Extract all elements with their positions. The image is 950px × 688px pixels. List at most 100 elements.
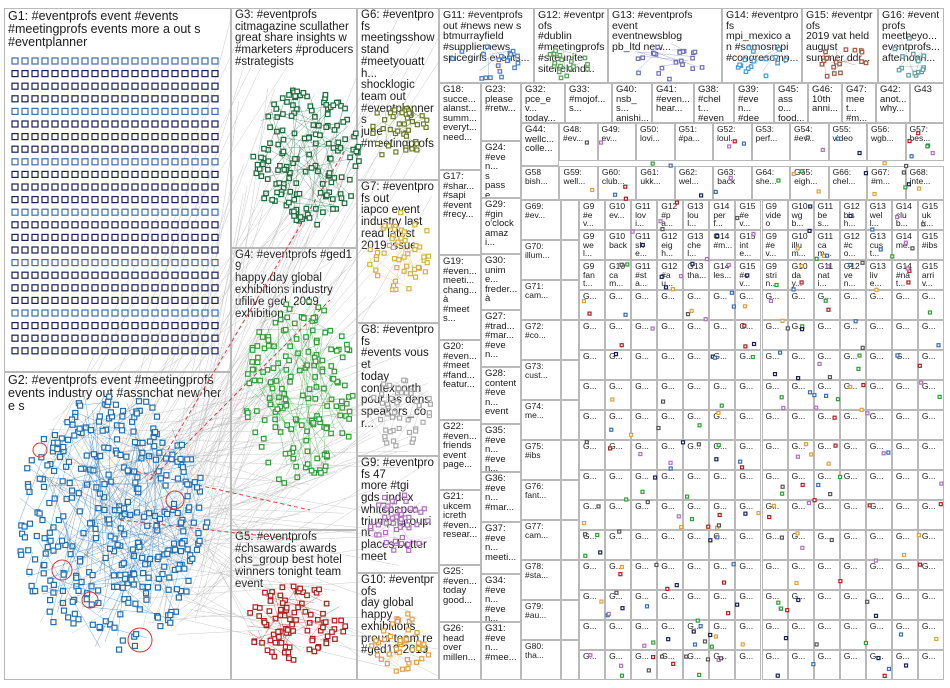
small-cluster-panel: G15 #ev... — [735, 200, 762, 230]
cluster-label: G... — [921, 411, 936, 421]
small-cluster-panel: G76: fant... — [521, 480, 561, 520]
small-cluster-panel: G... — [631, 380, 658, 410]
cluster-label: G... — [765, 411, 780, 421]
cluster-label: G... — [739, 621, 754, 631]
small-cluster-panel: G... — [579, 320, 606, 350]
cluster-panel-g7: G7: #eventprofs out iapco event industry… — [357, 180, 439, 323]
small-cluster-panel: G... — [605, 410, 632, 440]
cluster-label: G... — [895, 591, 910, 601]
cluster-label: G74: me... — [525, 401, 544, 420]
small-cluster-panel: G10 illum... — [787, 230, 814, 260]
cluster-label: G73: cust... — [525, 361, 548, 380]
small-cluster-panel: G9 strin... — [761, 260, 788, 290]
cluster-label: G... — [583, 351, 597, 361]
cluster-label: G... — [713, 591, 728, 601]
cluster-label: G... — [739, 321, 754, 331]
small-cluster-panel: G... — [683, 620, 710, 650]
small-cluster-panel: G... — [657, 320, 684, 350]
cluster-label: G... — [895, 411, 910, 421]
cluster-label: G... — [713, 411, 728, 421]
cluster-label: G70: illum... — [525, 241, 550, 260]
small-cluster-panel: G... — [917, 620, 944, 650]
cluster-label: G... — [687, 531, 701, 541]
small-cluster-panel: G... — [735, 530, 762, 560]
small-cluster-panel: G... — [579, 440, 606, 470]
small-cluster-panel: G... — [865, 350, 892, 380]
cluster-label: G76: fant... — [525, 481, 547, 500]
cluster-panel-g28: G28: content #even... event — [481, 367, 521, 424]
cluster-label: G... — [583, 501, 597, 511]
cluster-label: G14 les... — [713, 261, 732, 280]
cluster-label: G11 nati... — [817, 261, 834, 288]
cluster-label: G9 video — [765, 201, 782, 228]
cluster-label: G15 #ev... — [739, 261, 756, 288]
small-cluster-panel: G71: cam... — [521, 280, 561, 320]
cluster-panel-g10: G10: #eventprofs day global happy exhibi… — [357, 573, 439, 680]
cluster-label: G32: pce_ev... today... — [525, 84, 556, 123]
cluster-label: G14 club... — [895, 201, 912, 228]
cluster-panel-g30: G30: unime... freder... à — [481, 254, 521, 310]
small-cluster-panel: G... — [917, 380, 944, 410]
small-cluster-panel: G... — [865, 560, 892, 590]
cluster-label: G46: 10th anni... — [812, 84, 838, 114]
cluster-label: G... — [635, 291, 649, 301]
small-cluster-panel: G... — [735, 290, 762, 320]
small-cluster-panel: G... — [579, 500, 606, 530]
small-cluster-panel: G... — [787, 470, 814, 500]
small-cluster-panel — [561, 320, 579, 360]
cluster-label: G... — [765, 651, 780, 661]
small-cluster-panel: G... — [683, 350, 710, 380]
cluster-label: G14 me... — [895, 231, 915, 250]
small-cluster-panel: G... — [891, 470, 918, 500]
small-cluster-panel: G... — [683, 560, 710, 590]
cluster-label: G... — [765, 351, 780, 361]
cluster-label: G7: #eventprofs out iapco event industry… — [361, 181, 434, 252]
cluster-label: G... — [791, 531, 806, 541]
cluster-panel-g45: G45: asso... food... — [774, 83, 808, 123]
cluster-label: G... — [661, 471, 675, 481]
cluster-label: G10 cam... — [609, 261, 626, 288]
small-cluster-panel — [561, 240, 579, 280]
cluster-label: G67: #m... — [871, 167, 890, 186]
small-cluster-panel: G... — [891, 650, 918, 680]
small-cluster-panel: G... — [917, 440, 944, 470]
cluster-label: G... — [609, 501, 623, 511]
cluster-label: G... — [895, 321, 910, 331]
cluster-label: G... — [843, 591, 858, 601]
cluster-label: G... — [921, 441, 936, 451]
cluster-label: G... — [921, 291, 936, 301]
small-cluster-panel: G... — [891, 560, 918, 590]
cluster-label: G... — [687, 351, 701, 361]
cluster-label: G... — [661, 441, 675, 451]
small-cluster-panel: G10 wgb... — [787, 200, 814, 230]
cluster-label: G... — [583, 591, 597, 601]
small-cluster-panel: G59: well... — [559, 166, 598, 200]
cluster-label: G... — [921, 561, 936, 571]
cluster-label: G... — [739, 411, 754, 421]
small-cluster-panel: G12 #co... — [839, 230, 866, 260]
small-cluster-panel: G11 she... — [631, 230, 658, 260]
cluster-label: G... — [895, 651, 910, 661]
cluster-label: G78: #sta... — [525, 561, 549, 580]
small-cluster-panel: G... — [735, 440, 762, 470]
cluster-label: G59: well... — [563, 167, 586, 186]
small-cluster-panel: G... — [865, 440, 892, 470]
cluster-label: G... — [635, 381, 649, 391]
cluster-label: G13 well... — [869, 201, 886, 228]
cluster-panel-g43: G43 — [910, 83, 944, 123]
small-cluster-panel: G... — [683, 410, 710, 440]
cluster-label: G11 #sta... — [635, 261, 651, 288]
small-cluster-panel: G12 eigh... — [657, 230, 684, 260]
small-cluster-panel: G15 arriv... — [917, 260, 944, 290]
small-cluster-panel: G... — [631, 440, 658, 470]
cluster-label: G... — [843, 531, 858, 541]
small-cluster-panel: G... — [735, 380, 762, 410]
cluster-label: G24: #even... s passe... — [485, 142, 506, 198]
cluster-label: G... — [713, 621, 728, 631]
cluster-label: G... — [895, 291, 910, 301]
small-cluster-panel: G... — [761, 650, 788, 680]
small-cluster-panel: G... — [891, 500, 918, 530]
cluster-label: G... — [609, 351, 623, 361]
cluster-label: G... — [817, 471, 832, 481]
small-cluster-panel: G61: ukk... — [636, 166, 675, 200]
